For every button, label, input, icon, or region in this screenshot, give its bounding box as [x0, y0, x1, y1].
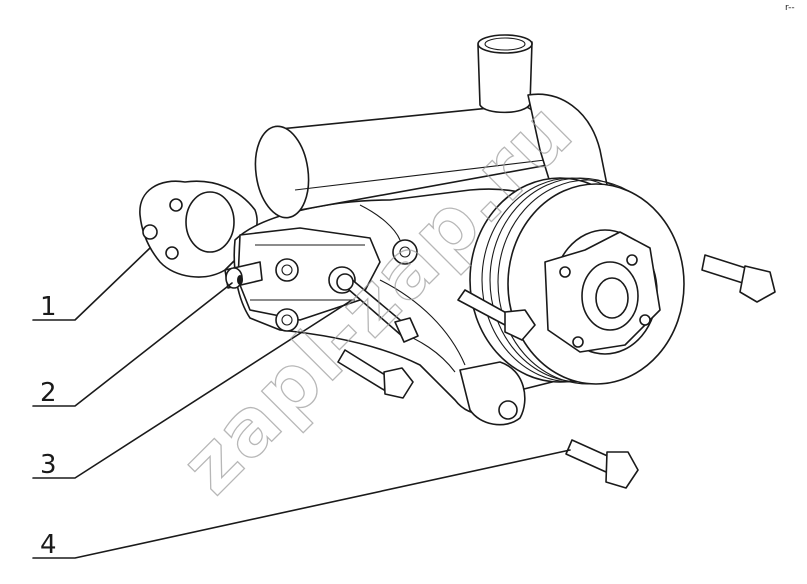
- callout-1: 1: [40, 292, 57, 322]
- bolt-lower-left: [337, 349, 414, 399]
- leader-lines: [32, 247, 571, 559]
- callout-3: 3: [40, 450, 57, 480]
- gasket: [139, 180, 258, 278]
- callout-2: 2: [40, 378, 57, 408]
- corner-mark: r--: [785, 3, 795, 13]
- stud: [336, 273, 419, 343]
- bolt-bottom: [565, 439, 639, 489]
- pulley: [469, 177, 685, 385]
- dowel-pin: [224, 261, 263, 289]
- bolt-center: [457, 289, 536, 341]
- callout-4: 4: [40, 530, 57, 560]
- bolt-upper-right: [701, 254, 776, 303]
